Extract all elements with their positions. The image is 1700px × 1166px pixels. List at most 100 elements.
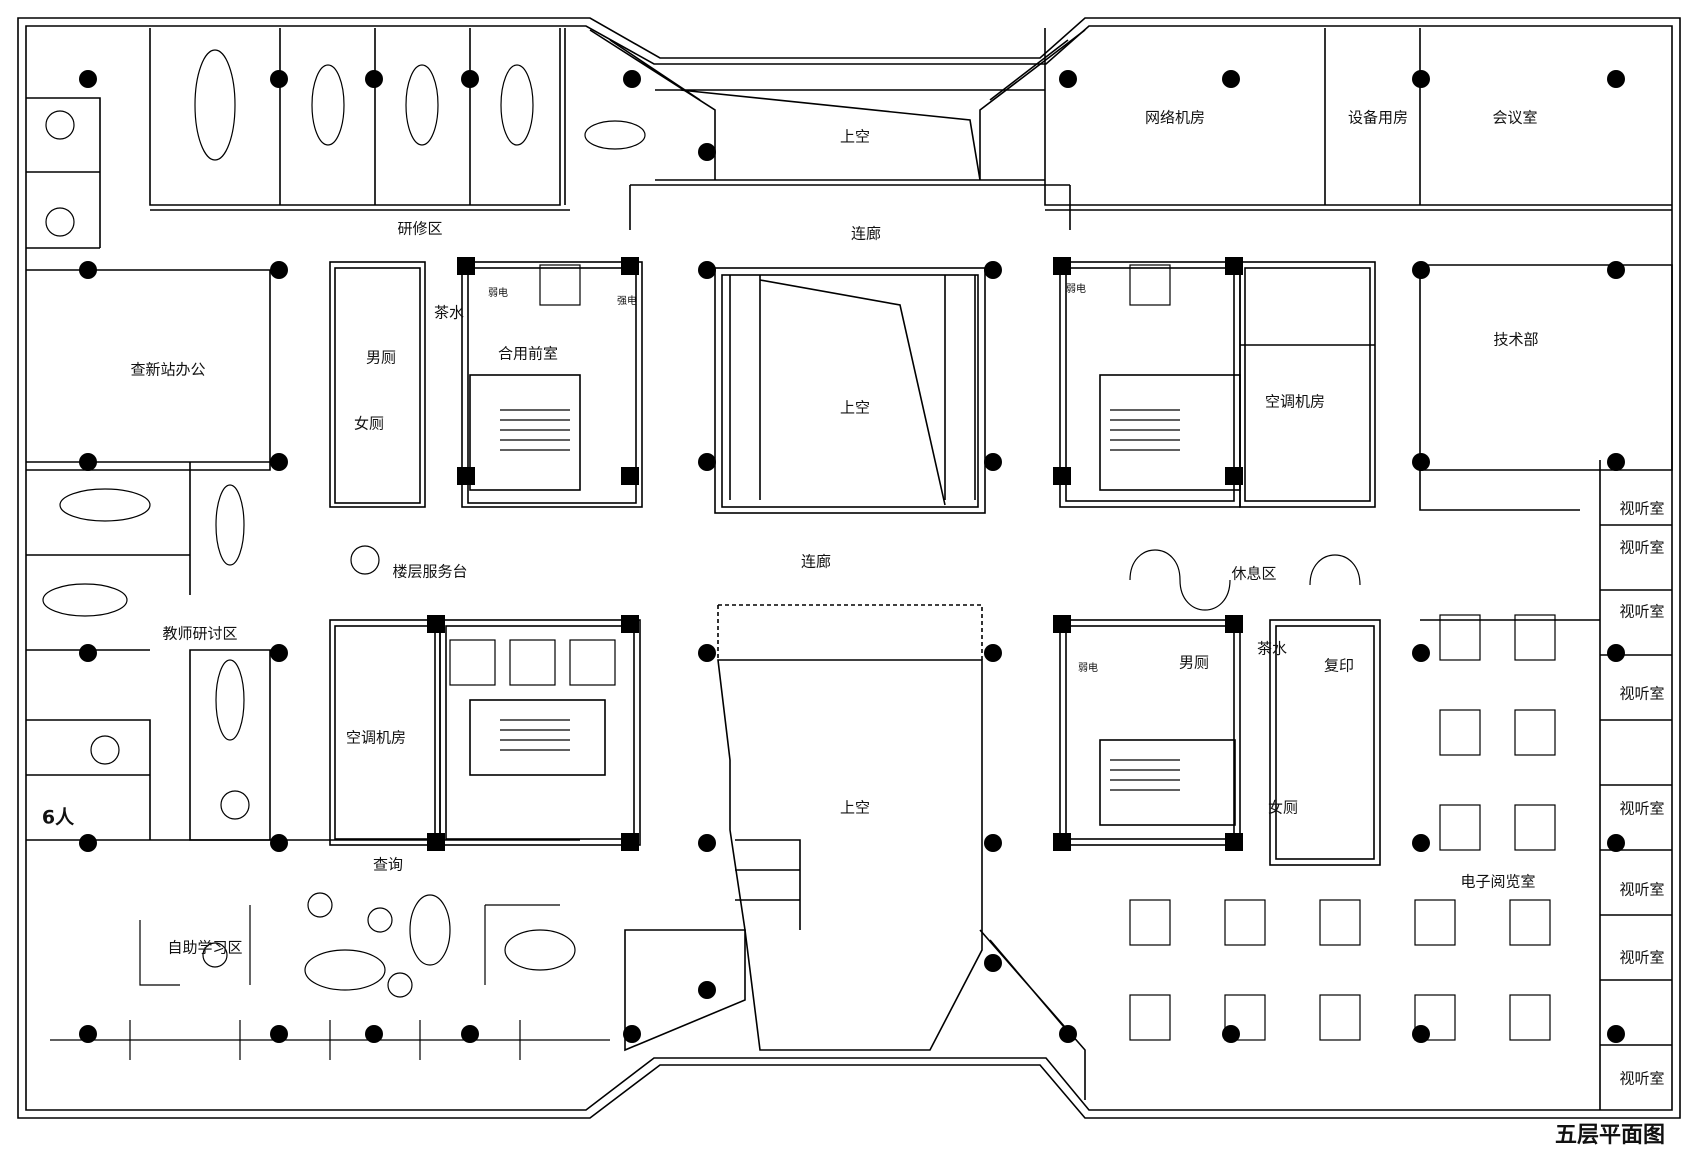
column-19 <box>698 453 716 471</box>
label-void-top: 上空 <box>839 127 871 146</box>
core-column-3 <box>457 467 475 485</box>
column-4 <box>461 70 479 88</box>
column-22 <box>1607 453 1625 471</box>
column-42 <box>1059 1025 1077 1043</box>
column-17 <box>79 453 97 471</box>
column-1 <box>79 70 97 88</box>
core-column-7 <box>427 833 445 851</box>
column-30 <box>270 834 288 852</box>
label-av-room-4: 视听室 <box>1619 684 1665 703</box>
column-37 <box>365 1025 383 1043</box>
core-column-6 <box>621 615 639 633</box>
column-2 <box>270 70 288 88</box>
label-e-reading: 电子阅览室 <box>1460 872 1536 891</box>
column-33 <box>1412 834 1430 852</box>
core-column-13 <box>1053 615 1071 633</box>
label-men-left: 男厕 <box>365 348 397 367</box>
column-41 <box>984 954 1002 972</box>
label-av-room-5: 视听室 <box>1619 799 1665 818</box>
structural-columns <box>79 70 1625 1043</box>
label-tech-dept: 技术部 <box>1493 330 1539 349</box>
column-6 <box>698 143 716 161</box>
label-av-room-7: 视听室 <box>1619 948 1665 967</box>
label-tea-right: 茶水 <box>1256 639 1288 658</box>
column-21 <box>1412 453 1430 471</box>
label-network-room: 网络机房 <box>1144 108 1206 127</box>
column-10 <box>1607 70 1625 88</box>
column-18 <box>270 453 288 471</box>
label-teacher-discussion: 教师研讨区 <box>162 624 238 643</box>
column-45 <box>1607 1025 1625 1043</box>
label-office-check: 查新站办公 <box>130 360 206 379</box>
column-20 <box>984 453 1002 471</box>
column-36 <box>270 1025 288 1043</box>
label-copy: 复印 <box>1323 656 1355 675</box>
core-column-12 <box>1225 467 1243 485</box>
column-28 <box>1607 644 1625 662</box>
label-equipment-room: 设备用房 <box>1347 108 1409 127</box>
label-av-room-1: 视听室 <box>1619 499 1665 518</box>
label-weak-elec-3: 弱电 <box>1078 663 1098 674</box>
walls <box>17 17 1681 1119</box>
column-29 <box>79 834 97 852</box>
label-service-desk: 楼层服务台 <box>392 562 468 581</box>
label-hvac-left: 空调机房 <box>345 728 407 747</box>
core-column-1 <box>457 257 475 275</box>
core-column-15 <box>1053 833 1071 851</box>
column-13 <box>698 261 716 279</box>
label-hvac-right: 空调机房 <box>1264 392 1326 411</box>
column-3 <box>365 70 383 88</box>
column-9 <box>1412 70 1430 88</box>
column-25 <box>698 644 716 662</box>
label-av-room-8: 视听室 <box>1619 1069 1665 1088</box>
core-column-11 <box>1053 467 1071 485</box>
column-23 <box>79 644 97 662</box>
label-women-right: 女厕 <box>1267 798 1299 817</box>
label-training: 研修区 <box>397 219 443 238</box>
core-column-9 <box>1053 257 1071 275</box>
label-av-room-2: 视听室 <box>1619 538 1665 557</box>
column-24 <box>270 644 288 662</box>
column-35 <box>79 1025 97 1043</box>
core-column-5 <box>427 615 445 633</box>
column-31 <box>698 834 716 852</box>
core-column-16 <box>1225 833 1243 851</box>
label-corridor-mid: 连廊 <box>800 552 832 571</box>
label-void-center: 上空 <box>839 398 871 417</box>
label-strong-elec: 强电 <box>617 296 637 307</box>
column-8 <box>1222 70 1240 88</box>
column-38 <box>461 1025 479 1043</box>
column-12 <box>270 261 288 279</box>
column-43 <box>1222 1025 1240 1043</box>
label-av-room-6: 视听室 <box>1619 880 1665 899</box>
core-column-14 <box>1225 615 1243 633</box>
core-column-4 <box>621 467 639 485</box>
label-women-left: 女厕 <box>353 414 385 433</box>
furniture <box>42 49 1556 1060</box>
label-men-right: 男厕 <box>1178 653 1210 672</box>
label-corridor-top: 连廊 <box>850 224 882 243</box>
column-40 <box>698 981 716 999</box>
label-void-bottom: 上空 <box>839 798 871 817</box>
column-5 <box>623 70 641 88</box>
core-column-8 <box>621 833 639 851</box>
column-27 <box>1412 644 1430 662</box>
column-34 <box>1607 834 1625 852</box>
core-column-2 <box>621 257 639 275</box>
label-shared-lobby: 合用前室 <box>497 344 559 363</box>
label-tea-left: 茶水 <box>433 303 465 322</box>
column-32 <box>984 834 1002 852</box>
label-self-study: 自助学习区 <box>167 938 243 957</box>
column-16 <box>1607 261 1625 279</box>
core-column-10 <box>1225 257 1243 275</box>
column-26 <box>984 644 1002 662</box>
label-weak-elec-1: 弱电 <box>488 288 508 299</box>
column-44 <box>1412 1025 1430 1043</box>
plan-title: 五层平面图 <box>1554 1123 1666 1148</box>
label-meeting-room: 会议室 <box>1492 108 1538 127</box>
label-inquiry: 查询 <box>372 855 404 874</box>
label-weak-elec-2: 弱电 <box>1066 284 1086 295</box>
column-7 <box>1059 70 1077 88</box>
label-rest-area: 休息区 <box>1231 564 1277 583</box>
